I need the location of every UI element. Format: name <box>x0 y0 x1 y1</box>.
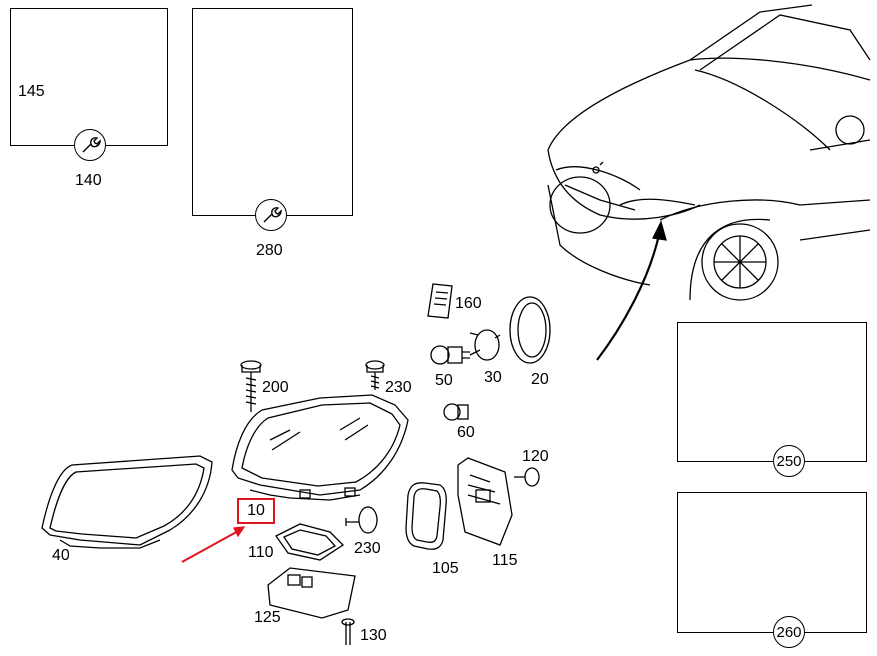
screw-120 <box>514 467 540 487</box>
part-115-label: 115 <box>492 552 518 569</box>
inset-kit-250 <box>677 322 867 462</box>
screw-200 <box>240 360 262 412</box>
wrench-icon <box>255 199 287 231</box>
part-20-label: 20 <box>531 371 549 388</box>
part-125-label: 125 <box>254 609 281 626</box>
gasket-105 <box>405 482 447 550</box>
bulb-50 <box>430 345 470 365</box>
kit-250-badge: 250 <box>773 445 805 477</box>
seal-ring-20 <box>509 296 551 364</box>
kit-280-label: 280 <box>256 242 283 259</box>
screw-230-upper <box>365 360 385 390</box>
part-230-label-lower: 230 <box>354 540 381 557</box>
part-10-highlight[interactable]: 10 <box>237 498 275 524</box>
inset-kit-260 <box>677 492 867 633</box>
screw-230-lower <box>345 506 378 534</box>
headlamp-housing-10 <box>231 394 409 501</box>
kit-260-label: 260 <box>776 623 802 641</box>
inset-kit-140 <box>10 8 168 146</box>
part-130-label: 130 <box>360 627 387 644</box>
part-110-label: 110 <box>248 544 274 561</box>
part-160-label: 160 <box>455 295 482 312</box>
part-10-label: 10 <box>247 502 265 519</box>
wrench-icon <box>74 129 106 161</box>
kit-260-badge: 260 <box>773 616 805 648</box>
kit-250-label: 250 <box>776 452 802 470</box>
part-50-label: 50 <box>435 372 453 389</box>
part-120-label: 120 <box>522 448 549 465</box>
cover-lens-40 <box>41 455 213 549</box>
label-160 <box>427 283 453 319</box>
part-30-label: 30 <box>484 369 502 386</box>
bulb-60 <box>443 403 469 421</box>
gasket-110 <box>275 523 345 561</box>
part-105-label: 105 <box>432 560 459 577</box>
part-60-label: 60 <box>457 424 475 441</box>
part-200-label: 200 <box>262 379 289 396</box>
control-unit-115 <box>457 457 513 546</box>
part-40-label: 40 <box>52 547 70 564</box>
inset-kit-280 <box>192 8 353 216</box>
module-125 <box>267 567 356 619</box>
cap-30 <box>469 329 501 361</box>
part-230-label-upper: 230 <box>385 379 412 396</box>
kit-140-label: 140 <box>75 172 102 189</box>
vehicle-drawing <box>547 4 871 301</box>
bolt-130 <box>341 618 355 645</box>
part-145-label: 145 <box>18 83 45 100</box>
